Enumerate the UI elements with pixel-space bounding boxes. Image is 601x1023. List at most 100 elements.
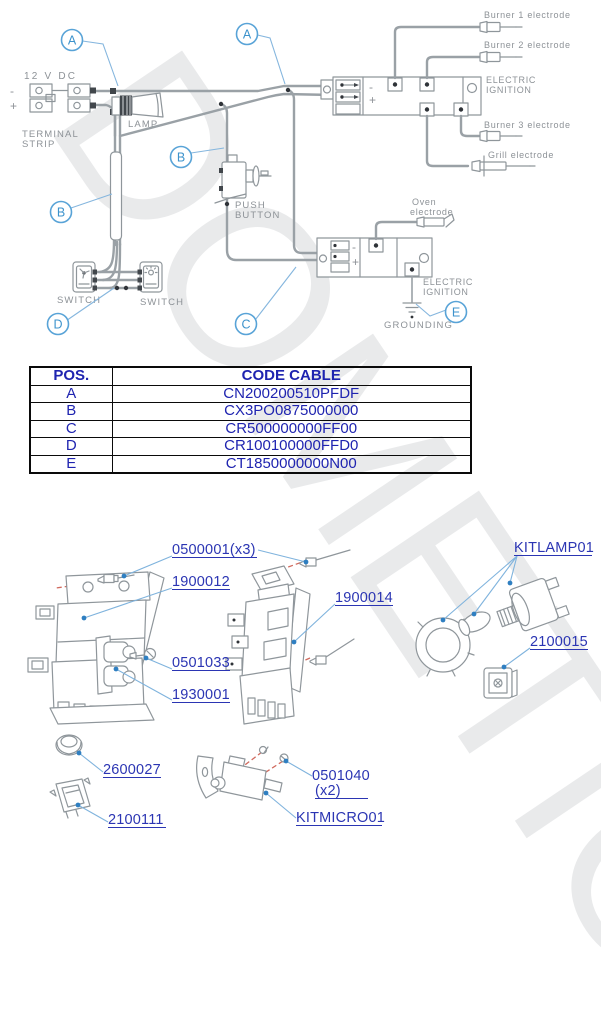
code-cell: CN200200510PFDF [111, 384, 472, 403]
ignition2-label-1: ELECTRIC [423, 277, 473, 287]
burner3-label: Burner 3 electrode [484, 120, 571, 130]
push-button-label-2: BUTTON [235, 210, 280, 221]
ignition1-plus: + [369, 93, 376, 107]
burner2-label: Burner 2 electrode [484, 40, 571, 50]
svg-text:A: A [68, 34, 77, 48]
part-label-0501040: 0501040 [312, 768, 370, 784]
table-header-row: POS. CODE CABLE [29, 366, 472, 386]
callout-a2: A [235, 22, 286, 85]
pos-cell: E [29, 454, 113, 474]
pos-cell: B [29, 402, 113, 421]
screw-0500001-top [299, 549, 351, 568]
svg-text:E: E [452, 306, 460, 320]
burner1-label: Burner 1 electrode [484, 10, 571, 20]
wiring-diagram: 12 V DC - + TERMINAL STRIP LAMP PUSH BUT… [10, 10, 571, 336]
terminal-strip: 12 V DC - + TERMINAL STRIP [10, 71, 96, 150]
part-label-2100111: 2100111 [108, 812, 164, 828]
grill-electrode-icon: Grill electrode [471, 150, 554, 177]
ignition2-label-2: IGNITION [423, 287, 469, 297]
part-label-1900012: 1900012 [172, 574, 230, 590]
lamp-icon: LAMP [110, 88, 164, 130]
harness-wires [93, 84, 335, 291]
ignition1-label-2: IGNITION [486, 85, 532, 95]
screw-0500001-bottom [309, 638, 355, 666]
part-label-1900014: 1900014 [335, 590, 393, 606]
screw-0501040-1 [258, 745, 269, 755]
table-row: D CR100100000FFD0 [29, 437, 472, 456]
burner3-electrode-icon: Burner 3 electrode [479, 120, 571, 143]
callout-b1: B [49, 193, 113, 224]
electric-ignition-1: - + ELECTRIC IGNITION [320, 75, 536, 117]
svg-text:C: C [241, 318, 250, 332]
switch-left-icon: SWITCH [57, 261, 101, 306]
code-cell: CR500000000FF00 [111, 419, 472, 438]
micro-kit-kitmicro01 [196, 755, 283, 801]
plus-sign: + [10, 99, 17, 113]
electrode-wires [393, 25, 481, 168]
lamp-kit-kitlamp01 [415, 576, 570, 677]
pos-cell: A [29, 384, 113, 403]
cable-sleeve [109, 151, 123, 241]
code-cell: CT1850000000N00 [111, 454, 472, 474]
grommet-2600027 [55, 734, 83, 756]
code-header: CODE CABLE [111, 366, 472, 386]
ignition1-label-1: ELECTRIC [486, 75, 536, 85]
pos-cell: C [29, 419, 113, 438]
part-label-kitmicro01: KITMICRO01 [296, 810, 385, 826]
svg-text:B: B [57, 206, 65, 220]
microswitch-2100015 [483, 667, 518, 699]
table-row: C CR500000000FF00 [29, 419, 472, 438]
burner2-electrode-icon: Burner 2 electrode [479, 40, 571, 64]
part-label-2100015: 2100015 [530, 634, 588, 650]
ignition2-minus: - [352, 240, 356, 254]
ignition1-minus: - [369, 80, 373, 94]
table-row: B CX3PO0875000000 [29, 402, 472, 421]
part-labels: 0500001(x3) 1900012 0501033 1930001 1900… [103, 540, 594, 829]
part-leader-lines [75, 549, 531, 823]
spare-parts-diagram: 0500001(x3) 1900012 0501033 1930001 1900… [27, 540, 594, 829]
grill-label: Grill electrode [488, 150, 554, 160]
ignition-unit-1900014 [225, 565, 311, 725]
part-label-0500001: 0500001(x3) [172, 542, 256, 558]
rocker-switch-2100111 [49, 777, 91, 819]
voltage-label: 12 V DC [24, 71, 77, 82]
part-label-0501033: 0501033 [172, 655, 230, 671]
screw-0500001-left [97, 573, 135, 584]
burner1-electrode-icon: Burner 1 electrode [479, 10, 571, 34]
code-cell: CR100100000FFD0 [111, 437, 472, 456]
oven-electrode-icon: Oven electrode [374, 197, 455, 241]
callout-a1: A [60, 28, 119, 87]
svg-text:D: D [53, 318, 62, 332]
table-row: E CT1850000000N00 [29, 454, 472, 474]
part-label-0501040-qty: (x2) [315, 783, 341, 799]
table-row: A CN200200510PFDF [29, 384, 472, 403]
ignition2-plus: + [352, 255, 359, 269]
terminal-strip-label-1: TERMINAL [22, 129, 79, 140]
callout-c: C [234, 266, 297, 336]
callout-d: D [46, 287, 115, 336]
push-button-label-1: PUSH [235, 200, 266, 211]
part-label-2600027: 2600027 [103, 762, 161, 778]
minus-sign: - [10, 84, 14, 98]
push-button-icon: PUSH BUTTON [214, 154, 280, 221]
cable-code-table: POS. CODE CABLE A CN200200510PFDF B CX3P… [29, 366, 472, 474]
callout-e: E [415, 300, 468, 324]
part-label-1930001: 1930001 [172, 687, 230, 703]
part-label-kitlamp01: KITLAMP01 [514, 540, 594, 556]
callout-b2: B [169, 145, 225, 169]
lamp-label: LAMP [128, 119, 158, 130]
connector-block-1930001 [95, 635, 136, 695]
pos-header: POS. [29, 366, 113, 386]
switch-left-label: SWITCH [57, 295, 101, 306]
pos-cell: D [29, 437, 113, 456]
grounding-label: GROUNDING [384, 320, 453, 331]
svg-text:B: B [177, 151, 185, 165]
svg-text:A: A [243, 28, 252, 42]
code-cell: CX3PO0875000000 [111, 402, 472, 421]
oven-label-2: electrode [410, 207, 453, 217]
terminal-strip-label-2: STRIP [22, 139, 55, 150]
grounding-symbol: GROUNDING [384, 275, 453, 331]
electric-ignition-2: - + ELECTRIC IGNITION [316, 237, 473, 297]
switch-right-label: SWITCH [140, 297, 184, 308]
switch-right-icon: SWITCH [137, 261, 184, 308]
